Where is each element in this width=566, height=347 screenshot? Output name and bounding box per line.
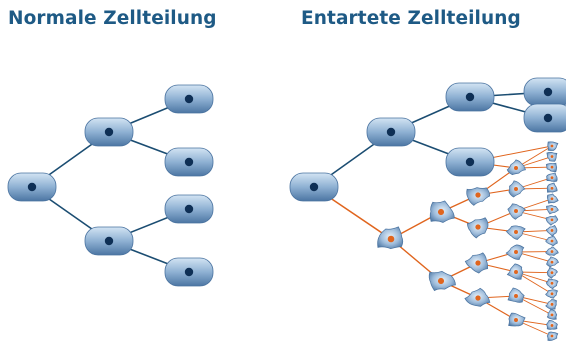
normal-cell-gen3-nucleus: [184, 267, 194, 277]
cancer-cell-gen6: [545, 215, 559, 226]
normal-cell-gen3-nucleus: [184, 94, 194, 104]
cancer-cell-gen6: [545, 278, 559, 290]
cancer-cell-gen6: [546, 256, 559, 268]
abnormal-cell-root-nucleus: [309, 182, 319, 192]
cancer-cell-gen5: [505, 225, 526, 240]
cancer-cell-gen6: [545, 289, 559, 299]
cancer-cell-gen6: [546, 331, 559, 341]
cancer-cell-gen6-nucleus: [550, 176, 554, 180]
title-abnormal-division: Entartete Zellteilung: [301, 8, 521, 29]
cancer-cell-gen6: [545, 246, 559, 256]
normal-cell-gen3: [164, 147, 214, 177]
abnormal-cell-gen2-healthy: [366, 117, 416, 147]
cancer-cell-gen4-nucleus: [475, 260, 481, 266]
title-normal-division: Normale Zellteilung: [8, 8, 217, 29]
cancer-cell-gen3-nucleus: [437, 208, 445, 216]
cancer-cell-gen6-nucleus: [550, 324, 554, 327]
cancer-cell-gen6-nucleus: [550, 144, 554, 148]
abnormal-cell-gen4-healthy-nucleus: [543, 87, 553, 97]
cancer-cell-gen5-nucleus: [514, 230, 518, 234]
cancer-cell-gen5: [506, 263, 524, 280]
cancer-cell-gen6: [546, 193, 559, 204]
cancer-cell-gen5-nucleus: [514, 250, 518, 254]
cancer-cell-gen6: [545, 235, 558, 247]
abnormal-cell-gen3-healthy: [445, 147, 495, 177]
abnormal-cell-gen3-healthy-nucleus: [465, 157, 475, 167]
cells-abnormal-group: [289, 77, 566, 341]
cancer-cell-gen6: [545, 299, 558, 310]
cancer-cell-gen5: [508, 180, 526, 198]
cancer-cell-gen6: [546, 182, 558, 193]
cancer-cell-gen3: [429, 200, 455, 223]
cancer-cell-gen5: [505, 244, 525, 260]
cancer-cell-gen6-nucleus: [550, 271, 554, 275]
cancer-cell-gen3-nucleus: [437, 277, 445, 285]
cancer-cell-gen6-nucleus: [550, 260, 554, 264]
cancer-cell-gen4-nucleus: [475, 224, 481, 230]
cancer-cell-gen6-nucleus: [550, 165, 554, 169]
cancer-cell-gen4-nucleus: [475, 295, 481, 301]
abnormal-cell-root: [289, 172, 339, 202]
cancer-cell-gen6-nucleus: [550, 239, 554, 243]
abnormal-cell-gen3-healthy: [445, 82, 495, 112]
cancer-cell-gen6: [546, 172, 558, 182]
normal-cell-gen3-nucleus: [184, 157, 194, 167]
normal-cell-root: [7, 172, 57, 202]
cancer-cell-gen6-nucleus: [550, 313, 554, 317]
cancer-cell-gen6-nucleus: [550, 207, 554, 211]
cancer-cell-gen5-nucleus: [514, 209, 518, 213]
cancer-cell-gen6-nucleus: [550, 186, 554, 190]
cancer-cell-gen6: [546, 152, 558, 162]
cancer-cell-gen6: [546, 204, 559, 215]
abnormal-cell-gen4-healthy: [523, 103, 566, 133]
cancer-cell-gen2-nucleus: [387, 235, 395, 243]
cancer-cell-gen3: [428, 270, 456, 292]
cancer-cell-gen5-nucleus: [514, 270, 518, 274]
cancer-cell-gen6: [546, 224, 558, 237]
cancer-cell-gen6-nucleus: [550, 229, 554, 232]
cancer-cell-gen4-nucleus: [475, 192, 481, 198]
normal-cell-root-nucleus: [27, 182, 37, 192]
cancer-cell-gen6-nucleus: [550, 218, 554, 222]
cancer-cell-gen6-nucleus: [550, 302, 554, 306]
cancer-cell-gen5: [506, 159, 526, 176]
cancer-cell-gen5-nucleus: [514, 187, 518, 191]
normal-cell-gen2-bottom-nucleus: [104, 236, 114, 246]
cancer-cell-gen6: [546, 309, 558, 320]
cancer-cell-gen6: [545, 162, 558, 172]
cancer-cell-gen4: [466, 217, 489, 239]
cells-normal-group: [7, 84, 214, 287]
cancer-cell-gen5: [507, 203, 526, 220]
abnormal-cell-gen4-healthy-nucleus: [543, 113, 553, 123]
cancer-cell-gen6-nucleus: [550, 281, 554, 285]
cancer-cell-gen5-nucleus: [514, 294, 518, 298]
abnormal-cell-gen3-healthy-nucleus: [465, 92, 475, 102]
cancer-cell-gen5: [507, 287, 525, 303]
cancer-cell-gen6-nucleus: [550, 155, 554, 158]
normal-cell-gen2-top: [84, 117, 134, 147]
cancer-cell-gen6-nucleus: [550, 197, 554, 201]
normal-cell-gen2-top-nucleus: [104, 127, 114, 137]
normal-cell-gen3-nucleus: [184, 204, 194, 214]
normal-cell-gen2-bottom: [84, 226, 134, 256]
abnormal-cell-gen2-healthy-nucleus: [386, 127, 396, 137]
cancer-cell-gen6: [547, 267, 558, 279]
cancer-cell-gen5-nucleus: [514, 318, 518, 322]
cancer-cell-gen6: [546, 320, 558, 330]
cancer-cell-gen5: [508, 312, 526, 327]
normal-cell-gen3: [164, 194, 214, 224]
cancer-cell-gen6: [547, 141, 559, 151]
cancer-cell-gen4: [464, 252, 488, 274]
cancer-cell-gen6-nucleus: [550, 334, 554, 338]
cancer-cell-gen6-nucleus: [550, 292, 554, 296]
cancer-cell-gen6-nucleus: [550, 250, 554, 253]
normal-cell-gen3: [164, 84, 214, 114]
abnormal-cell-gen4-healthy: [523, 77, 566, 107]
cancer-cell-gen5-nucleus: [514, 166, 518, 170]
cancer-cell-gen4: [464, 287, 491, 307]
normal-cell-gen3: [164, 257, 214, 287]
cancer-cell-gen4: [466, 187, 491, 206]
cancer-cell-gen2: [377, 226, 404, 250]
